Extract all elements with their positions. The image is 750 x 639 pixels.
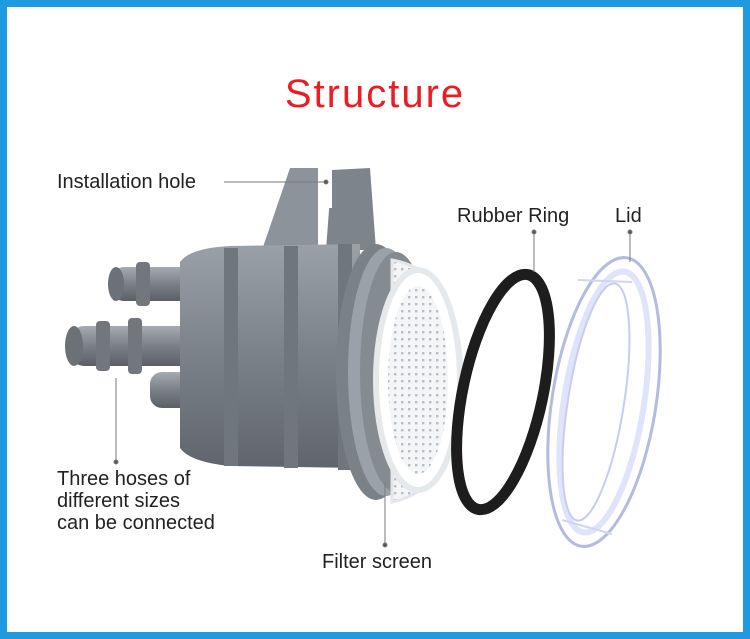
label-rubber-ring: Rubber Ring <box>457 205 570 227</box>
label-three-hoses-line-3: can be connected <box>57 512 215 534</box>
lid <box>546 256 662 548</box>
page-title: Structure <box>284 72 466 116</box>
label-filter-screen: Filter screen <box>322 551 433 573</box>
label-installation-hole: Installation hole <box>57 171 196 193</box>
callout-lines <box>113 179 633 548</box>
rubber-ring <box>451 268 555 516</box>
label-three-hoses: Three hoses of different sizes can be co… <box>57 468 215 534</box>
label-three-hoses-line-1: Three hoses of <box>57 468 191 490</box>
label-lid: Lid <box>615 205 642 227</box>
label-three-hoses-line-2: different sizes <box>57 490 181 512</box>
filter-screen <box>373 258 464 504</box>
